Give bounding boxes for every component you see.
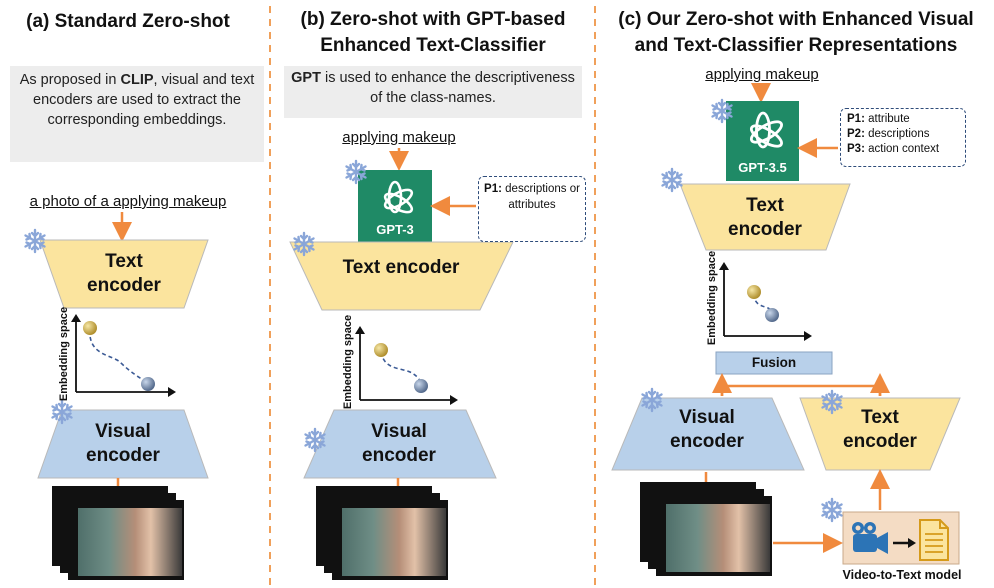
text-encoder-c-top [679, 183, 851, 251]
panel-a-note: As proposed in CLIP, visual and text enc… [10, 66, 264, 162]
text-encoder-b [289, 241, 514, 311]
text-encoder-c-bottom-label: Text encoder [843, 407, 917, 452]
text-encoder-a-label: Text encoder [87, 251, 161, 296]
panel-b-prompt-box: P1: descriptions or attributes [478, 176, 586, 242]
panel-c-title-1: (c) Our Zero-shot with Enhanced Visual [618, 9, 974, 30]
text-encoder-b-label: Text encoder [342, 257, 460, 278]
embedding-plot-c [719, 262, 812, 341]
text-encoder-c-top-label: Text encoder [728, 195, 802, 240]
panel-b-input-label: applying makeup [342, 129, 456, 146]
video-frames-image [316, 486, 456, 588]
visual-encoder-a [37, 409, 209, 479]
openai-logo-icon [749, 111, 783, 149]
snowflake-icon [661, 167, 683, 193]
embedding-label-a: Embedding space [58, 306, 70, 402]
visual-encoder-b-label: Visual encoder [362, 421, 436, 466]
video-frames-image [640, 482, 780, 584]
visual-encoder-c [611, 397, 805, 471]
text-encoder-c-bottom [799, 397, 961, 471]
prompt-line-1: P1: attribute [847, 113, 910, 125]
visual-encoder-c-label: Visual encoder [670, 407, 744, 452]
snowflake-icon [821, 497, 843, 523]
panel-c-prompt-box: P1: attribute P2: descriptions P3: actio… [840, 108, 966, 167]
video-frames-image [52, 486, 192, 588]
text-encoder-a [39, 239, 209, 309]
embedding-label-b: Embedding space [342, 314, 354, 410]
panel-c-input-label: applying makeup [705, 66, 819, 83]
prompt-line-3: P3: action context [847, 143, 940, 155]
panel-a-input-label: a photo of a applying makeup [29, 193, 227, 210]
gpt35-label: GPT-3.5 [738, 160, 787, 175]
panel-b-title-2: Enhanced Text-Classifier [320, 35, 546, 56]
embedding-plot-b [355, 326, 458, 405]
gpt3-label: GPT-3 [376, 222, 414, 237]
embedding-plot-a [71, 314, 176, 397]
visual-encoder-b [303, 409, 497, 479]
video-camera-icon [852, 522, 888, 554]
fusion-label: Fusion [751, 355, 797, 370]
panel-c-title-2: and Text-Classifier Representations [634, 35, 958, 56]
prompt-line-2: P2: descriptions [847, 128, 930, 140]
panel-b-title-1: (b) Zero-shot with GPT-based [300, 9, 566, 30]
embedding-label-c: Embedding space [706, 250, 718, 346]
video-to-text-label: Video-to-Text model [842, 568, 962, 582]
panel-b-note: GPT is used to enhance the descriptivene… [284, 66, 582, 118]
fusion-box [715, 351, 833, 375]
openai-logo-icon [383, 180, 414, 214]
panel-a-title: (a) Standard Zero-shot [26, 11, 230, 32]
visual-encoder-a-label: Visual encoder [86, 421, 160, 466]
document-icon [919, 519, 949, 561]
